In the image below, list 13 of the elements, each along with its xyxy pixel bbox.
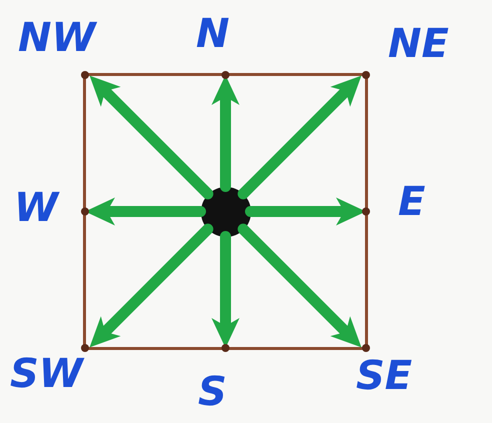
direction-label: S xyxy=(198,372,227,412)
direction-label: E xyxy=(398,182,426,222)
arrow xyxy=(90,224,214,348)
direction-label: SW xyxy=(10,354,83,394)
square-frame xyxy=(83,73,368,350)
direction-label: N xyxy=(196,14,230,54)
arrow xyxy=(238,76,362,200)
direction-label: NW xyxy=(18,18,96,58)
arrow xyxy=(238,224,362,348)
arrow xyxy=(90,76,214,200)
direction-label: W xyxy=(14,188,58,228)
direction-label: SE xyxy=(356,356,412,396)
direction-label: NE xyxy=(388,24,449,64)
